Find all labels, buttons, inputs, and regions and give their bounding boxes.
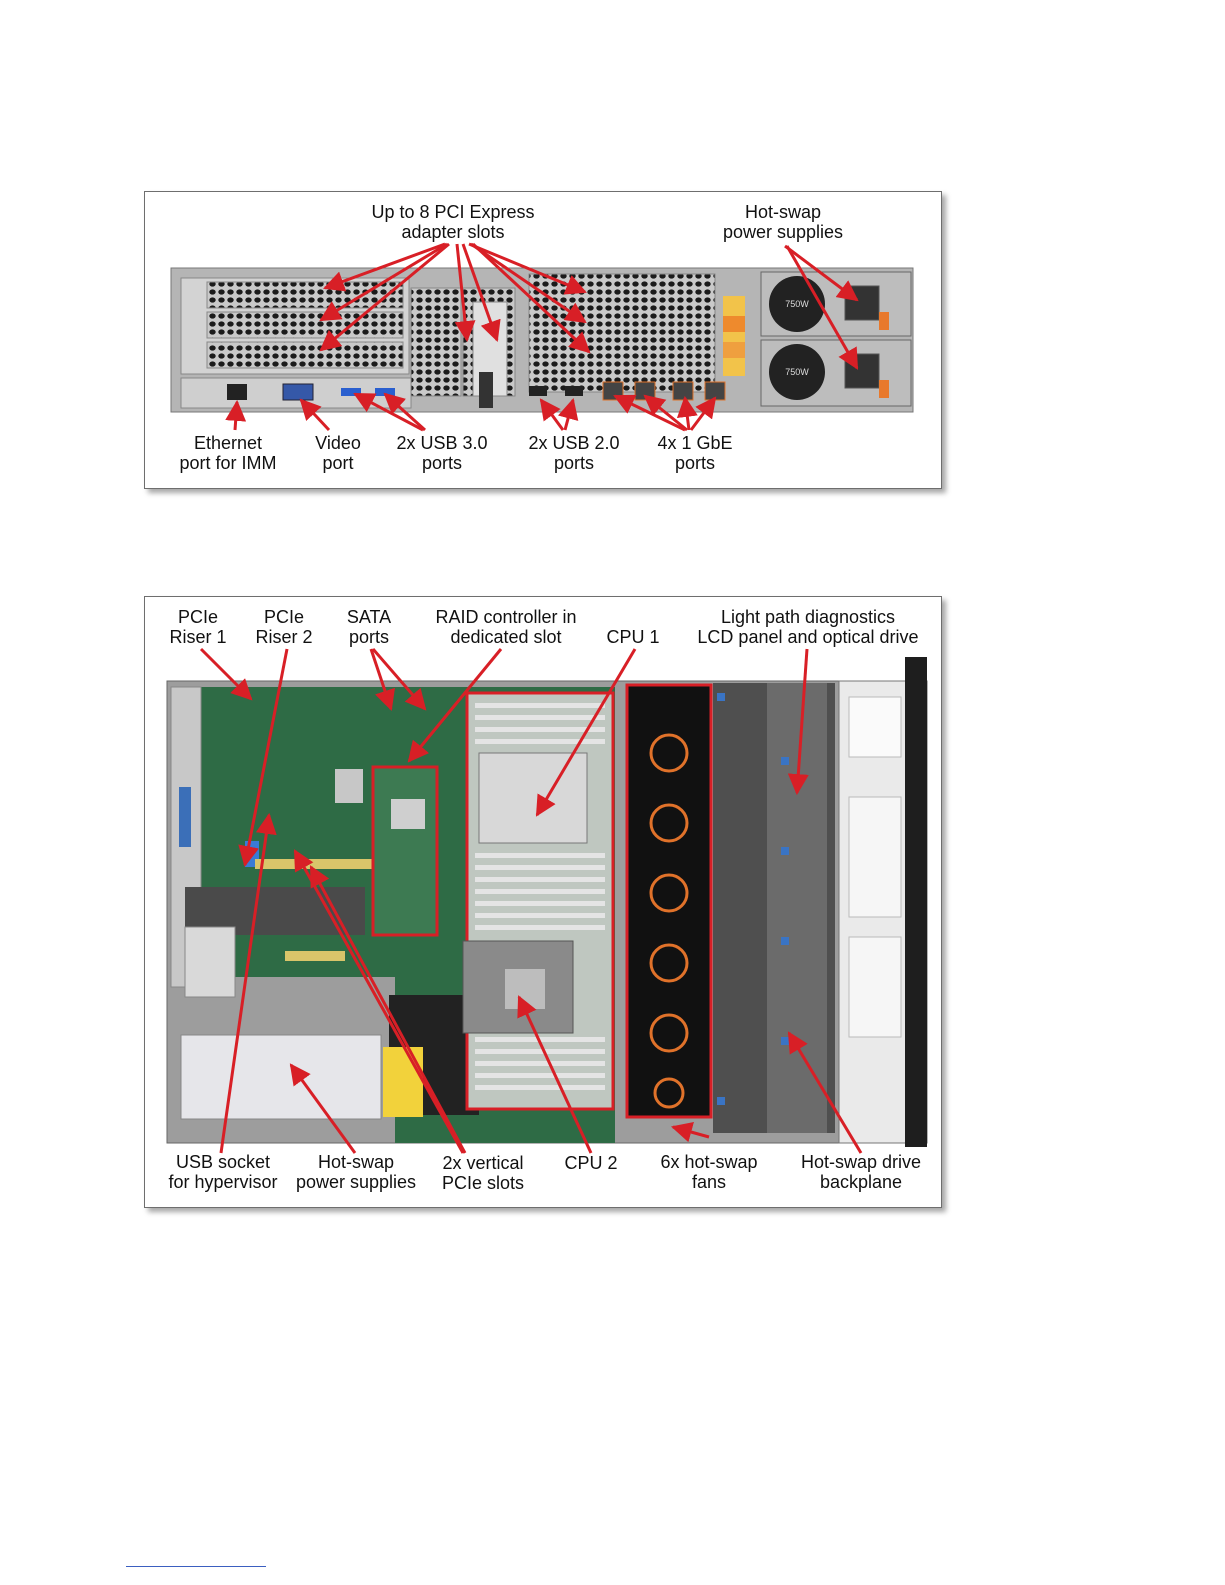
video-port xyxy=(282,383,314,401)
cpu1-heatsink xyxy=(478,752,588,844)
gbe-port xyxy=(704,381,726,401)
label-cpu1: CPU 1 xyxy=(606,627,660,647)
pci-slot-cover xyxy=(528,273,716,393)
rear-view-figure: 750W 750W xyxy=(144,191,942,489)
footnote-rule xyxy=(126,1566,266,1567)
top-view-image xyxy=(166,647,928,1154)
callout-arrows xyxy=(225,242,859,432)
pci-slot-cover xyxy=(206,281,404,309)
rear-view-image: 750W 750W xyxy=(170,242,914,432)
usb3-port xyxy=(375,388,395,396)
power-supply xyxy=(180,1034,382,1120)
raid-controller-highlight xyxy=(371,765,439,937)
usb2-port xyxy=(529,386,547,396)
pci-slot-cover xyxy=(206,341,404,369)
pci-slot-cover xyxy=(206,311,404,339)
ethernet-port xyxy=(227,384,247,400)
usb2-port xyxy=(565,386,583,396)
usb3-port xyxy=(341,388,361,396)
fan xyxy=(649,733,689,1109)
gbe-port xyxy=(672,381,694,401)
callout-arrows xyxy=(199,647,863,1154)
psu-rating-text: 750W xyxy=(785,299,809,309)
psu-fan xyxy=(769,344,825,400)
dimm-slots xyxy=(475,703,605,1090)
label-cpu2: CPU 2 xyxy=(564,1153,618,1173)
fans-highlight xyxy=(625,683,713,1119)
psu-rating-text: 750W xyxy=(785,367,809,377)
